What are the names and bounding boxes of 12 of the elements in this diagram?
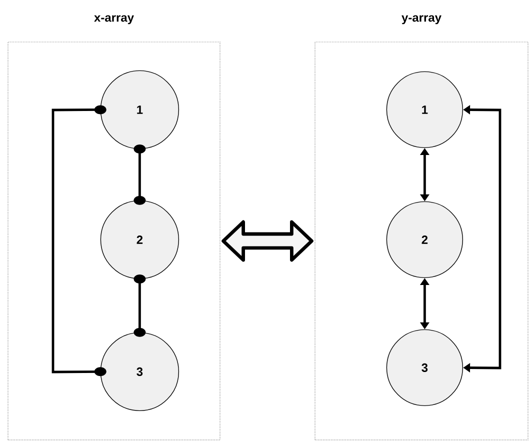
- connector: [134, 274, 146, 337]
- node-label: y-array: [402, 15, 442, 24]
- node-label: x-array: [94, 15, 134, 24]
- connector: [134, 144, 146, 205]
- double-arrow: [222, 220, 314, 262]
- connector: [52, 105, 106, 376]
- circle-node: 1: [386, 71, 464, 148]
- circle-node: 3: [100, 332, 180, 412]
- circle-node: 2: [386, 201, 464, 278]
- circle-node: 1: [100, 70, 180, 150]
- circle-node: 2: [100, 200, 180, 280]
- circle-node: 3: [386, 329, 464, 406]
